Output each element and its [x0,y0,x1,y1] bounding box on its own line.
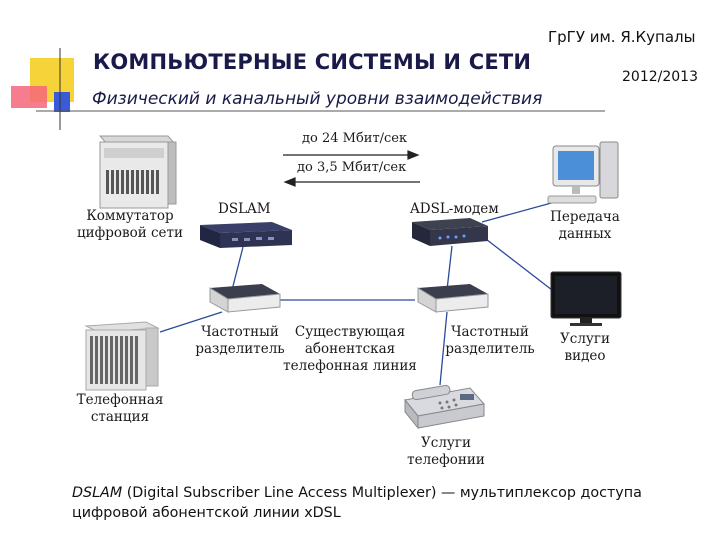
video-services-label-line-2: видео [564,348,606,364]
link-modem-computer [481,201,556,223]
upstream-speed-label: до 3,5 Мбит/сек [297,160,407,175]
connection-lines [159,201,556,386]
modem-label: ADSL-модем [410,201,499,217]
telephone-exchange-label-line-2: станция [90,409,150,425]
right-splitter-label-line-2: разделитель [445,341,535,357]
data-transfer-label-line-2: данных [558,226,612,242]
arrow-downstream-head [407,150,420,160]
video-services-label-line-1: Услуги [560,331,610,347]
left-splitter-icon [209,284,281,313]
right-splitter-label-line-1: Частотный [451,324,529,340]
deco-blue-block [54,92,70,112]
right-splitter-label: Частотный разделитель [440,324,540,358]
right-splitter-icon [417,284,489,313]
university-name: ГрГУ им. Я.Купалы [548,28,696,46]
telephone-exchange-icon [84,321,160,391]
dslam-device-icon [200,222,292,248]
downstream-speed-label: до 24 Мбит/сек [302,131,408,146]
telephony-services-label-line-2: телефонии [407,452,485,468]
dslam-footnote: DSLAM (Digital Subscriber Line Access Mu… [72,483,702,523]
link-dslam-splitter [231,246,244,291]
page-title: КОМПЬЮТЕРНЫЕ СИСТЕМЫ И СЕТИ [93,50,532,74]
digital-switch-cabinet-icon [98,135,177,209]
telephony-services-label: Услуги телефонии [396,435,496,469]
left-splitter-label-line-1: Частотный [201,324,279,340]
link-splitter-exchange [159,311,223,333]
subscriber-line-label: Существующая абонентская телефонная лини… [283,324,417,375]
switch-label: Коммутатор цифровой сети [70,208,190,242]
network-diagram [84,135,622,430]
subscriber-line-label-line-3: телефонная линия [283,358,417,374]
corner-decoration [11,48,605,130]
deco-red-block [11,86,47,108]
desktop-computer-icon [547,141,619,204]
arrow-upstream-head [283,177,296,187]
telephone-exchange-label: Телефонная станция [70,392,170,426]
adsl-modem-icon [412,218,488,246]
academic-year: 2012/2013 [622,69,698,85]
link-modem-tv [481,235,553,291]
data-transfer-label: Передача данных [540,209,630,243]
subscriber-line-label-line-1: Существующая [294,324,406,340]
switch-label-line-2: цифровой сети [76,225,184,241]
telephony-services-label-line-1: Услуги [421,435,471,451]
left-splitter-label: Частотный разделитель [190,324,290,358]
video-services-label: Услуги видео [540,331,630,365]
link-modem-splitter [446,245,453,291]
page-subtitle: Физический и канальный уровни взаимодейс… [92,89,543,109]
link-splitter-phone [439,311,448,386]
footnote-term: DSLAM [72,485,123,501]
left-splitter-label-line-2: разделитель [195,341,285,357]
telephone-exchange-label-line-1: Телефонная [76,392,164,408]
dslam-label: DSLAM [218,201,271,217]
footnote-text: (Digital Subscriber Line Access Multiple… [72,485,642,521]
data-transfer-label-line-1: Передача [550,209,620,225]
flat-tv-icon [550,271,622,326]
subscriber-line-label-line-2: абонентская [304,341,396,357]
switch-label-line-1: Коммутатор [86,208,174,224]
desk-phone-icon [404,384,485,430]
